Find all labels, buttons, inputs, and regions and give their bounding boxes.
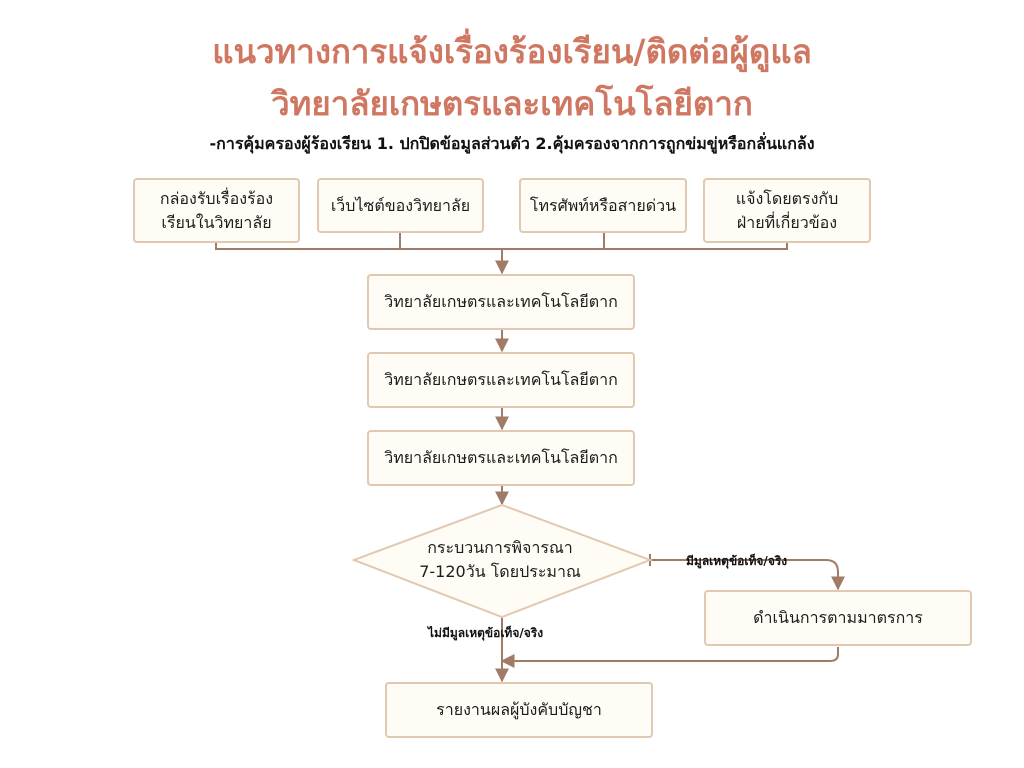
channel-box-phone: โทรศัพท์หรือสายด่วน [519,178,687,233]
channel-box-complaint-box: กล่องรับเรื่องร้อง เรียนในวิทยาลัย [133,178,300,243]
channel-4-line-1: แจ้งโดยตรงกับ [735,188,839,208]
title-line-2: วิทยาลัยเกษตรและเทคโนโลยีตาก [271,84,753,123]
decision-text: กระบวนการพิจารณา 7-120วัน โดยประมาณ [390,536,610,584]
connector-channel-1 [215,243,502,250]
decision-line-2: 7-120วัน โดยประมาณ [419,562,581,581]
channel-2-label: เว็บไซต์ของวิทยาลัย [330,195,471,215]
decision-line-1: กระบวนการพิจารณา [427,538,573,557]
edge-label-yes: มีมูลเหตุข้อเท็จ/จริง [686,554,788,568]
connector-action-return [500,647,839,668]
decision-diamond [351,503,653,619]
step-box-2: วิทยาลัยเกษตรและเทคโนโลยีตาก [367,352,635,408]
step-box-3: วิทยาลัยเกษตรและเทคโนโลยีตาก [367,430,635,486]
report-label: รายงานผลผู้บังคับบัญชา [436,700,602,719]
edge-label-no: ไม่มีมูลเหตุข้อเท็จ/จริง [428,626,544,640]
title-line-1: แนวทางการแจ้งเรื่องร้องเรียน/ติดต่อผู้ดู… [212,32,812,71]
channel-3-label: โทรศัพท์หรือสายด่วน [529,195,677,215]
connector-decision-yes [650,559,845,591]
channel-1-line-2: เรียนในวิทยาลัย [161,212,272,232]
channel-1-line-1: กล่องรับเรื่องร้อง [159,188,274,208]
channel-box-direct: แจ้งโดยตรงกับ ฝ่ายที่เกี่ยวข้อง [703,178,871,243]
channel-4-line-2: ฝ่ายที่เกี่ยวข้อง [736,212,838,232]
subtitle: -การคุ้มครองผู้ร้องเรียน 1. ปกปิดข้อมูลส… [209,134,815,153]
report-box: รายงานผลผู้บังคับบัญชา [385,682,653,738]
step-1-label: วิทยาลัยเกษตรและเทคโนโลยีตาก [384,292,618,311]
action-label: ดำเนินการตามมาตรการ [753,608,923,627]
step-box-1: วิทยาลัยเกษตรและเทคโนโลยีตาก [367,274,635,330]
step-2-label: วิทยาลัยเกษตรและเทคโนโลยีตาก [384,370,618,389]
connector-channel-4 [502,243,788,250]
step-3-label: วิทยาลัยเกษตรและเทคโนโลยีตาก [384,448,618,467]
channel-box-website: เว็บไซต์ของวิทยาลัย [317,178,484,233]
action-box: ดำเนินการตามมาตรการ [704,590,972,646]
